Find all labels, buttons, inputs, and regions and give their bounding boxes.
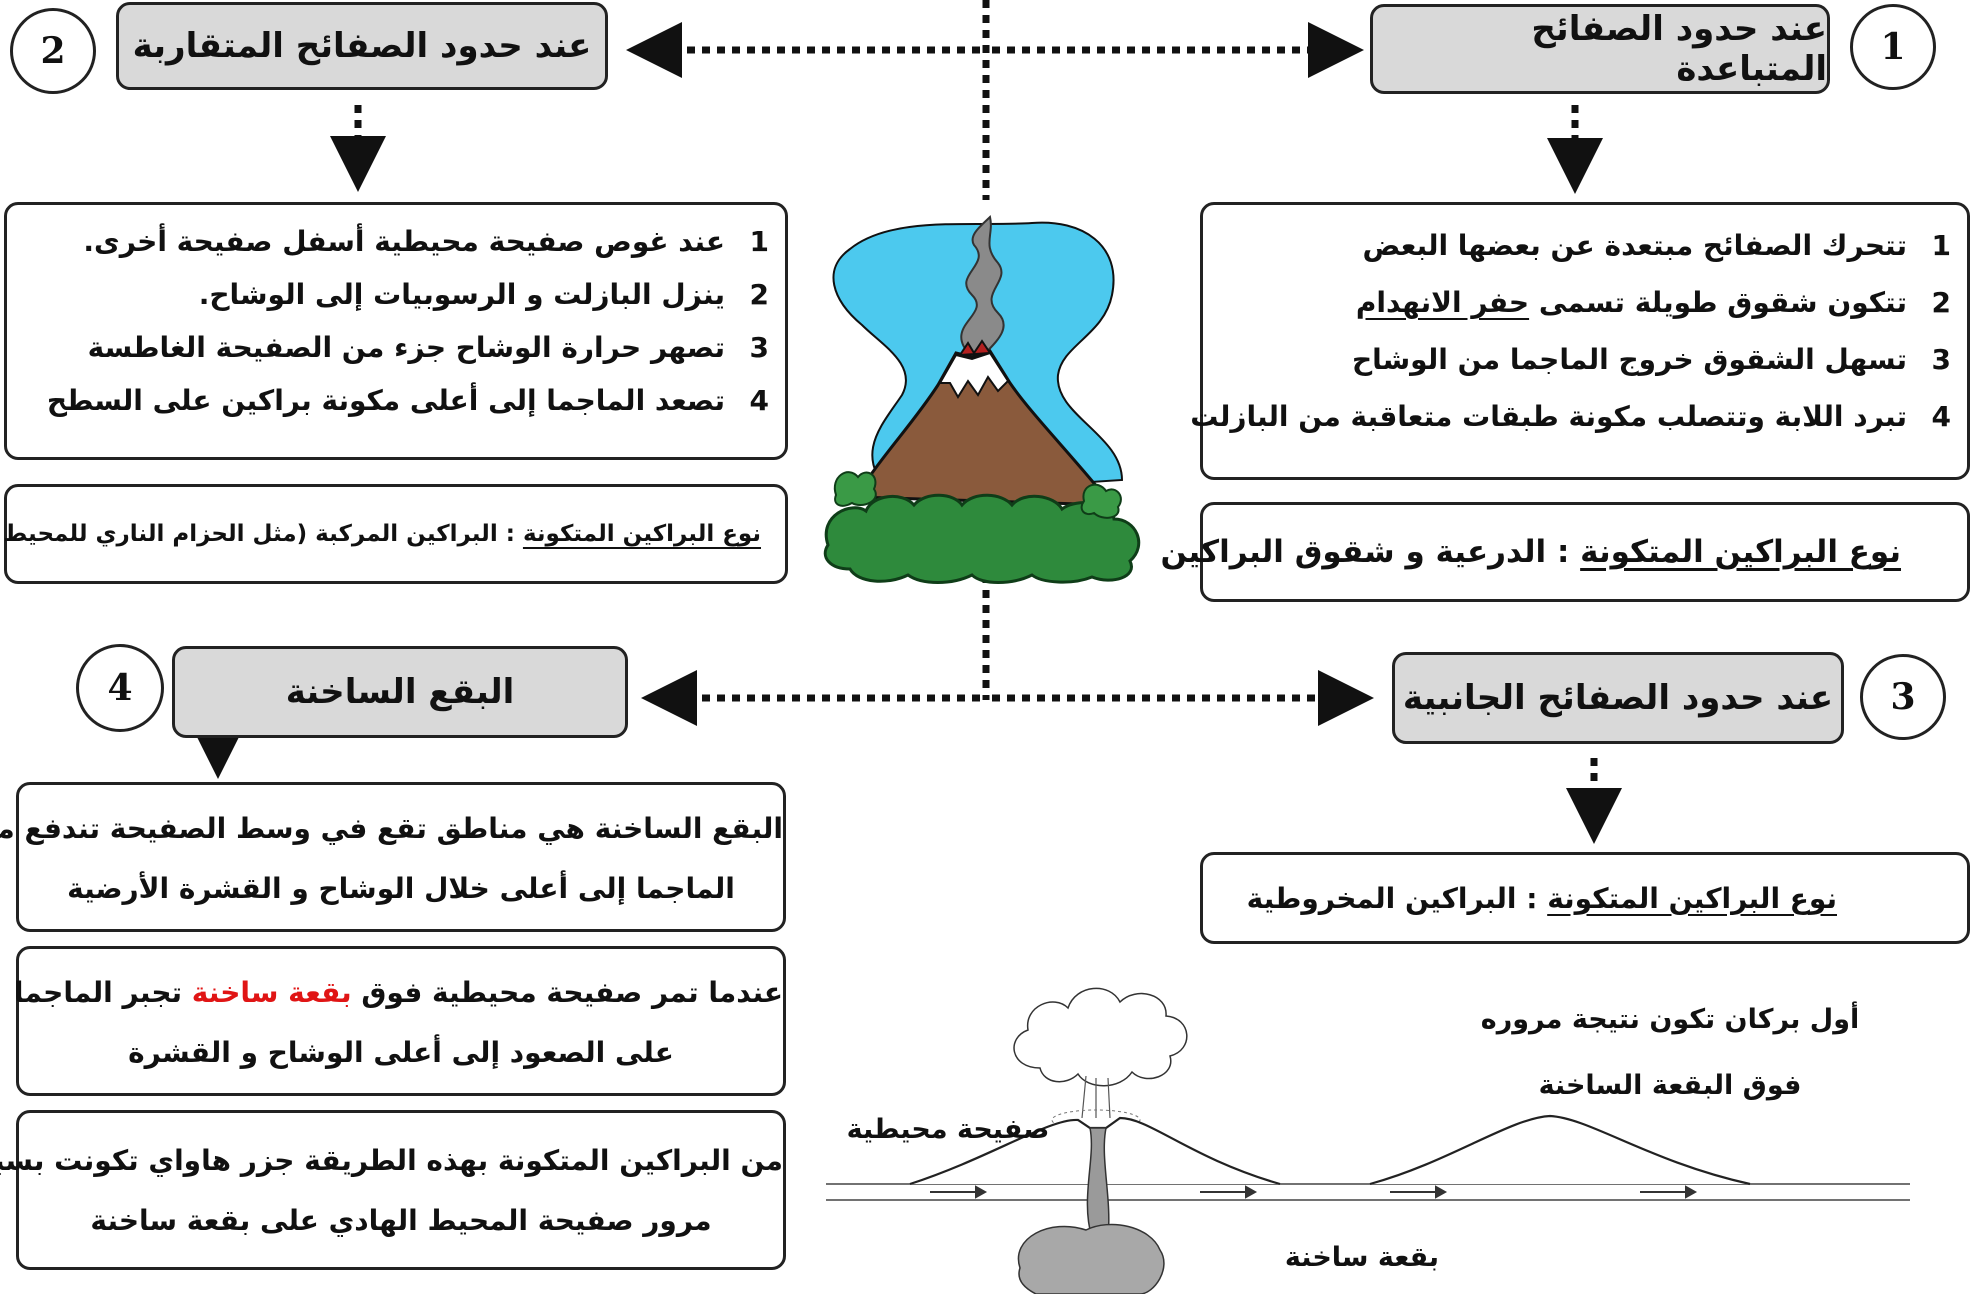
number-text: 2 [40, 30, 66, 72]
plume [1081, 1075, 1111, 1119]
list-item: 1 تتحرك الصفائح مبتعدة عن بعضها البعض [1219, 229, 1951, 262]
transform-type: نوع البراكين المتكونة : البراكين المخروط… [1247, 882, 1837, 915]
section-number-3: 3 [1860, 654, 1946, 740]
type-value: : الدرعية و شقوق البراكين [1160, 534, 1570, 570]
small-bush-left [833, 471, 877, 507]
number-text: 3 [1890, 676, 1916, 718]
step-number: 2 [1931, 286, 1951, 319]
list-item: 4 تصعد الماجما إلى أعلى مكونة براكين على … [23, 384, 769, 417]
step-number: 1 [1931, 229, 1951, 262]
hotspots-process-card: عندما تمر صفيحة محيطية فوق بقعة ساخنة تج… [14, 946, 786, 1096]
step-text: تسهل الشقوق خروج الماجما من الوشاح [1351, 343, 1907, 376]
divergent-type-card: نوع البراكين المتكونة : الدرعية و شقوق ا… [1161, 502, 1970, 602]
divergent-steps: 1 تتحرك الصفائح مبتعدة عن بعضها البعض 2 تت… [1190, 229, 1951, 433]
bushes [823, 493, 1141, 584]
convergent-steps-card: 1 عند غوص صفيحة محيطية أسفل صفيحة أخرى. 2… [4, 202, 788, 460]
list-item: 3 تسهل الشقوق خروج الماجما من الوشاح [1219, 343, 1951, 376]
list-item: 4 تبرد اللابة وتتصلب مكونة طبقات متعاقبة … [1190, 400, 1951, 433]
type-value: : البراكين المخروطية [1246, 881, 1538, 915]
step-number: 3 [1931, 343, 1951, 376]
hotspots-example-card: من البراكين المتكونة بهذه الطريقة جزر ها… [0, 1110, 786, 1270]
step-text: تصعد الماجما إلى أعلى مكونة براكين على ا… [46, 384, 725, 417]
type-label: نوع البراكين المتكونة [522, 521, 761, 547]
convergent-steps: 1 عند غوص صفيحة محيطية أسفل صفيحة أخرى. 2… [23, 225, 769, 417]
plate-arrow [930, 1185, 988, 1199]
divergent-title: عند حدود الصفائح المتباعدة [1531, 9, 1827, 89]
snow-cap [938, 351, 1010, 399]
hotspots-definition-card: البقع الساخنة هي مناطق تقع في وسط الصفيح… [0, 782, 786, 932]
rift-term: حفر الانهدام [1355, 286, 1530, 319]
step-text: تصهر حرارة الوشاح جزء من الصفيحة الغاطسة [87, 331, 725, 364]
small-bush-right [1080, 483, 1122, 519]
oceanic-plate-label: صفيحة محيطية [846, 1114, 1050, 1145]
section-number-2: 2 [10, 8, 96, 94]
volcano-illustration [823, 215, 1141, 584]
plate-arrow [1200, 1185, 1258, 1199]
list-item: 2 تتكون شقوق طويلة تسمى حفر الانهدام [1219, 286, 1951, 319]
mountain [853, 349, 1116, 507]
example-line-2: مرور صفيحة المحيط الهادي على بقعة ساخنة [90, 1204, 712, 1237]
magma-chamber [1017, 1223, 1165, 1294]
type-label: نوع البراكين المتكونة [1580, 534, 1901, 570]
convergent-type: نوع البراكين المتكونة : البراكين المركبة… [0, 521, 761, 547]
process-before: عندما تمر صفيحة محيطية فوق [351, 976, 783, 1009]
number-text: 1 [1880, 26, 1906, 68]
divergent-header: عند حدود الصفائح المتباعدة [1370, 4, 1830, 94]
plate-arrow [1390, 1185, 1448, 1199]
example-line-1: من البراكين المتكونة بهذه الطريقة جزر ها… [0, 1144, 783, 1177]
step-text: تتكون شقوق طويلة تسمى حفر الانهدام [1356, 286, 1907, 319]
divergent-type: نوع البراكين المتكونة : الدرعية و شقوق ا… [1161, 534, 1902, 570]
type-label: نوع البراكين المتكونة [1547, 881, 1837, 915]
hotspots-header: البقع الساخنة [172, 646, 628, 738]
plate-arrow [1640, 1185, 1698, 1199]
list-item: 2 ينزل البازلت و الرسوبيات إلى الوشاح. [23, 278, 769, 311]
hotspot-cross-section [826, 987, 1910, 1294]
hotspot-label: بقعة ساخنة [1284, 1242, 1440, 1273]
list-item: 3 تصهر حرارة الوشاح جزء من الصفيحة الغاطس… [23, 331, 769, 364]
step-number: 4 [749, 384, 769, 417]
step-number: 3 [749, 331, 769, 364]
section-number-4: 4 [76, 644, 164, 732]
process-line-2: على الصعود إلى أعلى الوشاح و القشرة [128, 1036, 674, 1069]
crater [958, 339, 992, 357]
number-text: 4 [107, 667, 133, 709]
hotspots-title: البقع الساخنة [285, 672, 515, 712]
step-number: 4 [1931, 400, 1951, 433]
step-text: تبرد اللابة وتتصلب مكونة طبقات متعاقبة م… [1190, 400, 1907, 433]
step-number: 1 [749, 225, 769, 258]
convergent-title: عند حدود الصفائح المتقاربة [132, 26, 592, 66]
process-after: تجبر الماجما [13, 976, 192, 1009]
definition-line-2: الماجما إلى أعلى خلال الوشاح و القشرة ال… [67, 872, 735, 905]
process-line-1: عندما تمر صفيحة محيطية فوق بقعة ساخنة تج… [14, 963, 783, 1023]
eruption-cloud [1013, 987, 1188, 1087]
divergent-steps-card: 1 تتحرك الصفائح مبتعدة عن بعضها البعض 2 تت… [1190, 202, 1970, 480]
transform-header: عند حدود الصفائح الجانبية [1392, 652, 1844, 744]
transform-title: عند حدود الصفائح الجانبية [1402, 678, 1834, 718]
step-text: عند غوص صفيحة محيطية أسفل صفيحة أخرى. [83, 225, 725, 258]
smoke [960, 215, 1005, 359]
first-volcano-line-2: فوق البقعة الساخنة [1538, 1070, 1802, 1101]
transform-type-card: نوع البراكين المتكونة : البراكين المخروط… [1200, 852, 1970, 944]
vent-ring [1051, 1109, 1141, 1131]
step-text-before: تتكون شقوق طويلة تسمى [1529, 286, 1907, 319]
type-value: : البراكين المركبة (مثل الحزام الناري لل… [0, 521, 515, 547]
hotspot-highlight: بقعة ساخنة [191, 976, 352, 1009]
section-number-1: 1 [1850, 4, 1936, 90]
step-text: ينزل البازلت و الرسوبيات إلى الوشاح. [198, 278, 725, 311]
list-item: 1 عند غوص صفيحة محيطية أسفل صفيحة أخرى. [23, 225, 769, 258]
first-volcano-line-1: أول بركان تكون نتيجة مروره [1480, 1004, 1860, 1035]
convergent-header: عند حدود الصفائح المتقاربة [116, 2, 608, 90]
step-number: 2 [749, 278, 769, 311]
convergent-type-card: نوع البراكين المتكونة : البراكين المركبة… [0, 484, 788, 584]
definition-line-1: البقع الساخنة هي مناطق تقع في وسط الصفيح… [0, 812, 783, 845]
step-text: تتحرك الصفائح مبتعدة عن بعضها البعض [1362, 229, 1907, 262]
extinct-volcano [1369, 1114, 1751, 1186]
